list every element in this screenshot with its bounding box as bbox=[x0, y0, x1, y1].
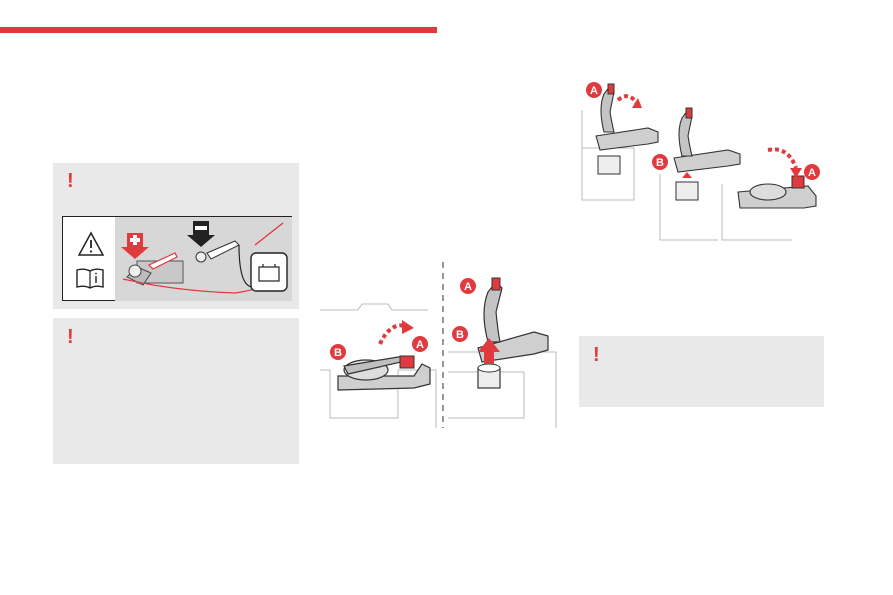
header-red-rule bbox=[0, 27, 437, 33]
warning-box-3: ! bbox=[579, 336, 824, 407]
manual-book-icon bbox=[76, 268, 104, 289]
callout-a: A bbox=[804, 164, 820, 180]
battery-label-panel bbox=[62, 216, 292, 301]
clamp-figure-top-right: A B A bbox=[581, 82, 820, 241]
battery-charger-icon bbox=[250, 252, 288, 292]
charging-illustration bbox=[115, 217, 292, 301]
svg-text:B: B bbox=[656, 157, 664, 169]
svg-text:B: B bbox=[334, 347, 342, 359]
exclamation-icon: ! bbox=[593, 344, 600, 366]
plus-arrow-icon bbox=[121, 233, 149, 259]
svg-text:A: A bbox=[808, 167, 816, 179]
svg-text:A: A bbox=[464, 281, 472, 293]
exclamation-icon: ! bbox=[67, 170, 74, 192]
clamp-figure-middle: A B bbox=[448, 277, 557, 428]
warning-triangle-icon bbox=[77, 231, 105, 256]
callout-a: A bbox=[412, 336, 428, 352]
warning-box-2: ! bbox=[53, 318, 299, 464]
exclamation-icon: ! bbox=[67, 326, 74, 348]
dashed-divider bbox=[442, 262, 444, 428]
callout-a: A bbox=[586, 82, 602, 98]
svg-text:B: B bbox=[456, 329, 464, 341]
callout-b: B bbox=[452, 326, 468, 342]
callout-b: B bbox=[652, 154, 668, 170]
callout-b: B bbox=[330, 344, 346, 360]
callout-a: A bbox=[460, 278, 476, 294]
svg-text:A: A bbox=[416, 339, 424, 351]
minus-arrow-icon bbox=[187, 221, 215, 247]
svg-text:A: A bbox=[590, 85, 598, 97]
clamp-figure-left: B A bbox=[320, 303, 437, 428]
